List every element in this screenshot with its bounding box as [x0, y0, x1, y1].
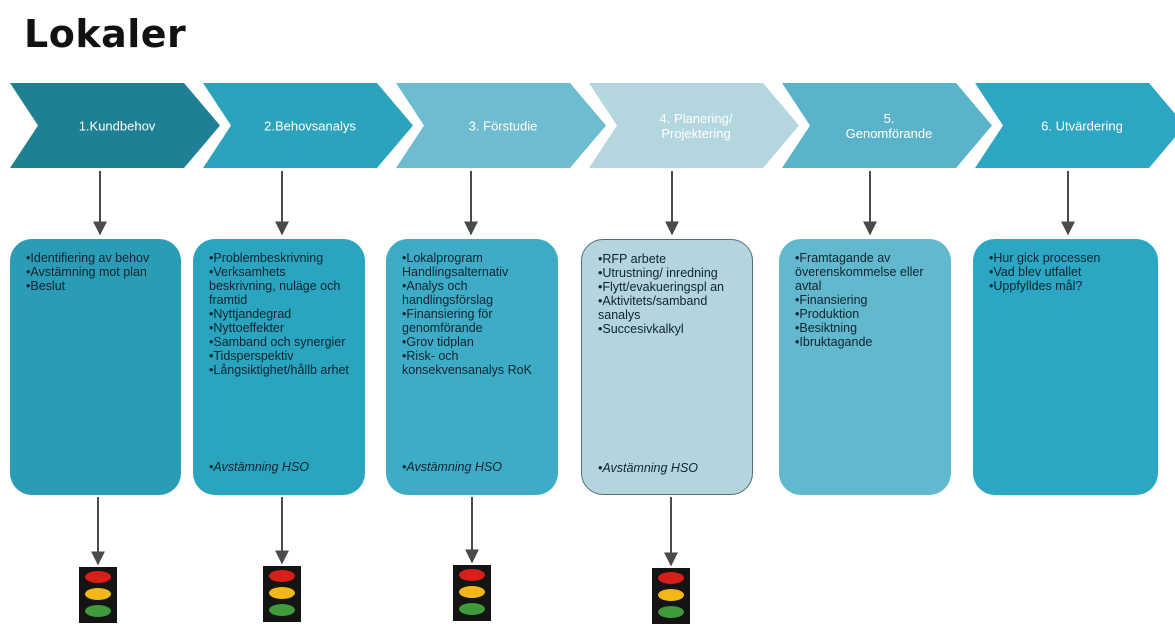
activity-item: Besiktning	[795, 321, 939, 335]
stage-label: 3. Förstudie	[469, 119, 538, 134]
hso-checkpoint: •Avstämning HSO	[402, 460, 503, 474]
hso-checkpoint: •Avstämning HSO	[598, 461, 699, 475]
activity-item: RFP arbete	[598, 252, 740, 266]
activity-item: Aktivitets/samband sanalys	[598, 294, 740, 322]
activity-item: Analys och handlingsförslag	[402, 279, 546, 307]
stage-label: 6. Utvärdering	[1041, 119, 1123, 134]
activity-item: Finansiering för genomförande	[402, 307, 546, 335]
activity-list: ProblembeskrivningVerksamhets beskrivnin…	[209, 251, 353, 377]
stage-chevron	[203, 83, 413, 168]
activity-item: Långsiktighet/hållb arhet	[209, 363, 353, 377]
activity-item: Identifiering av behov	[26, 251, 169, 265]
stage-label: 4. Planering/	[660, 111, 733, 126]
activity-item: Ibruktagande	[795, 335, 939, 349]
stage-content-box: Identifiering av behovAvstämning mot pla…	[10, 239, 181, 495]
activity-item: Flytt/evakueringspl an	[598, 280, 740, 294]
green-lamp-icon	[459, 603, 485, 615]
green-lamp-icon	[269, 604, 295, 616]
traffic-light-icon	[453, 565, 491, 621]
activity-item: Grov tidplan	[402, 335, 546, 349]
activity-item: Hur gick processen	[989, 251, 1146, 265]
traffic-light-icon	[79, 567, 117, 623]
activity-item: Produktion	[795, 307, 939, 321]
activity-list: Hur gick processenVad blev utfalletUppfy…	[989, 251, 1146, 293]
red-lamp-icon	[459, 569, 485, 581]
stage-content-box: RFP arbeteUtrustning/ inredningFlytt/eva…	[581, 239, 753, 495]
stage-content-box: Framtagande av överenskommelse eller avt…	[779, 239, 951, 495]
page-title: Lokaler	[24, 12, 187, 56]
red-lamp-icon	[658, 572, 684, 584]
activity-item: Finansiering	[795, 293, 939, 307]
activity-item: Uppfylldes mål?	[989, 279, 1146, 293]
stage-label: Projektering	[661, 126, 730, 141]
green-lamp-icon	[658, 606, 684, 618]
stage-chevron	[396, 83, 606, 168]
stage-label: 1.Kundbehov	[79, 119, 156, 134]
activity-item: Samband och synergier	[209, 335, 353, 349]
activity-item: Avstämning mot plan	[26, 265, 169, 279]
yellow-lamp-icon	[658, 589, 684, 601]
activity-item: Lokalprogram Handlingsalternativ	[402, 251, 546, 279]
stage-chevron	[10, 83, 220, 168]
activity-item: Framtagande av överenskommelse eller avt…	[795, 251, 939, 293]
stage-chevron	[589, 83, 799, 168]
stage-label: 5.	[884, 111, 895, 126]
stage-chevron	[782, 83, 992, 168]
activity-item: Tidsperspektiv	[209, 349, 353, 363]
yellow-lamp-icon	[85, 588, 111, 600]
activity-list: Identifiering av behovAvstämning mot pla…	[26, 251, 169, 293]
traffic-light-icon	[652, 568, 690, 624]
stage-content-box: ProblembeskrivningVerksamhets beskrivnin…	[193, 239, 365, 495]
hso-checkpoint: •Avstämning HSO	[209, 460, 310, 474]
yellow-lamp-icon	[459, 586, 485, 598]
activity-list: Lokalprogram HandlingsalternativAnalys o…	[402, 251, 546, 377]
activity-item: Problembeskrivning	[209, 251, 353, 265]
red-lamp-icon	[85, 571, 111, 583]
stage-content-box: Lokalprogram HandlingsalternativAnalys o…	[386, 239, 558, 495]
stage-label: Genomförande	[846, 126, 933, 141]
activity-item: Beslut	[26, 279, 169, 293]
yellow-lamp-icon	[269, 587, 295, 599]
activity-list: RFP arbeteUtrustning/ inredningFlytt/eva…	[598, 252, 740, 336]
activity-item: Risk- och konsekvensanalys RoK	[402, 349, 546, 377]
activity-item: Utrustning/ inredning	[598, 266, 740, 280]
traffic-light-icon	[263, 566, 301, 622]
stage-content-box: Hur gick processenVad blev utfalletUppfy…	[973, 239, 1158, 495]
activity-item: Nyttoeffekter	[209, 321, 353, 335]
activity-list: Framtagande av överenskommelse eller avt…	[795, 251, 939, 349]
activity-item: Vad blev utfallet	[989, 265, 1146, 279]
green-lamp-icon	[85, 605, 111, 617]
activity-item: Verksamhets beskrivning, nuläge och fram…	[209, 265, 353, 307]
activity-item: Nyttjandegrad	[209, 307, 353, 321]
activity-item: Succesivkalkyl	[598, 322, 740, 336]
stage-label: 2.Behovsanalys	[264, 119, 356, 134]
red-lamp-icon	[269, 570, 295, 582]
stage-chevron	[975, 83, 1175, 168]
